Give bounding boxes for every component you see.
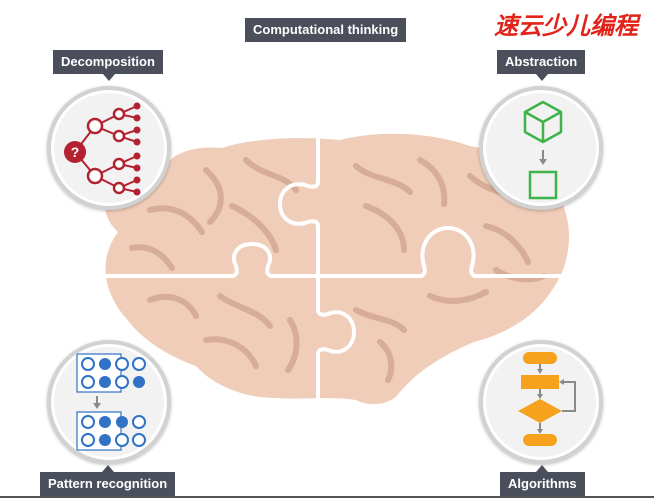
svg-text:?: ? xyxy=(71,144,80,160)
question-tree-icon: ? xyxy=(64,102,141,196)
svg-text:速云少儿编程: 速云少儿编程 xyxy=(494,11,642,40)
algorithms-circle xyxy=(479,340,603,464)
page-title: Computational thinking xyxy=(245,18,407,42)
pattern-recognition-circle xyxy=(47,340,171,464)
abstraction-circle xyxy=(479,86,603,210)
abstraction-label: Abstraction xyxy=(497,50,586,74)
flowchart-icon xyxy=(518,352,576,446)
decomposition-circle: ? xyxy=(47,86,171,210)
pattern-recognition-label: Pattern recognition xyxy=(40,472,176,496)
decomposition-label: Decomposition xyxy=(53,50,163,74)
algorithms-label-pointer xyxy=(536,465,548,472)
decomposition-label-pointer xyxy=(103,74,115,81)
dot-grid-pattern-icon xyxy=(76,353,146,451)
puzzle-seams xyxy=(94,134,582,410)
bottom-rule xyxy=(0,496,654,498)
cube-to-square-icon xyxy=(523,100,563,200)
brain-folds xyxy=(129,157,547,383)
algorithms-label: Algorithms xyxy=(500,472,585,496)
pattern-recognition-label-pointer xyxy=(102,465,114,472)
watermark-logo: 速云少儿编程 xyxy=(494,11,642,40)
abstraction-label-pointer xyxy=(536,74,548,81)
